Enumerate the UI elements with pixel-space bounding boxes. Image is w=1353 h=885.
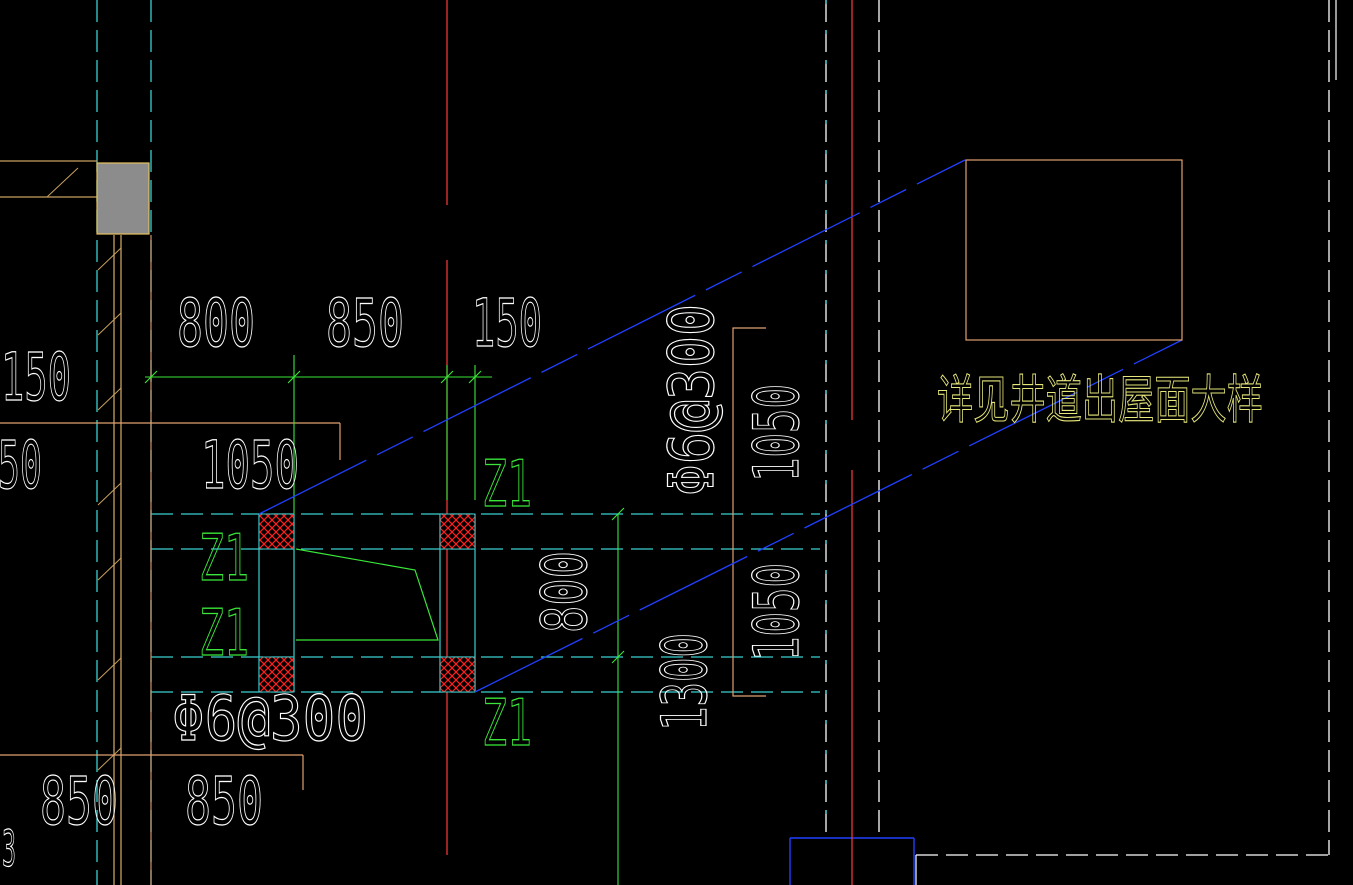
dim-150-top: 150 bbox=[472, 285, 542, 362]
dim-1050-mid: 1050 bbox=[201, 427, 299, 504]
dim-850-bottom-right: 850 bbox=[185, 763, 263, 840]
dim-1300-vertical: 1300 bbox=[648, 633, 721, 731]
z1-label-left-2: Z1 bbox=[199, 597, 249, 671]
z1-label-top: Z1 bbox=[482, 448, 532, 522]
diagonal-lines bbox=[258, 159, 1183, 693]
shaft-detail-note: 详见井道出屋面大样 bbox=[937, 371, 1263, 431]
rebar-label-top: Φ6@300 bbox=[655, 304, 728, 496]
axis-lines bbox=[0, 0, 853, 885]
dim-1050-right-bottom: 1050 bbox=[740, 563, 813, 661]
dim-1050-right-top: 1050 bbox=[740, 384, 813, 482]
dim-850-top: 850 bbox=[326, 285, 404, 362]
columns-z1[interactable] bbox=[258, 513, 476, 693]
z1-label-bottom: Z1 bbox=[482, 687, 532, 761]
z1-label-left-1: Z1 bbox=[199, 522, 249, 596]
dim-850-bottom-left: 850 bbox=[40, 763, 118, 840]
gray-column[interactable] bbox=[96, 162, 150, 235]
dimension-lines bbox=[144, 327, 766, 885]
dim-150-left: 150 bbox=[1, 339, 71, 416]
rebar-label-bottom: Φ6@300 bbox=[172, 682, 368, 755]
dim-800-top: 800 bbox=[177, 285, 255, 362]
detail-box[interactable] bbox=[965, 159, 1183, 341]
dim-800-vertical: 800 bbox=[528, 551, 601, 633]
dim-partial-bottom-left: 3 bbox=[2, 820, 16, 878]
dim-50-left: 50 bbox=[0, 427, 42, 504]
